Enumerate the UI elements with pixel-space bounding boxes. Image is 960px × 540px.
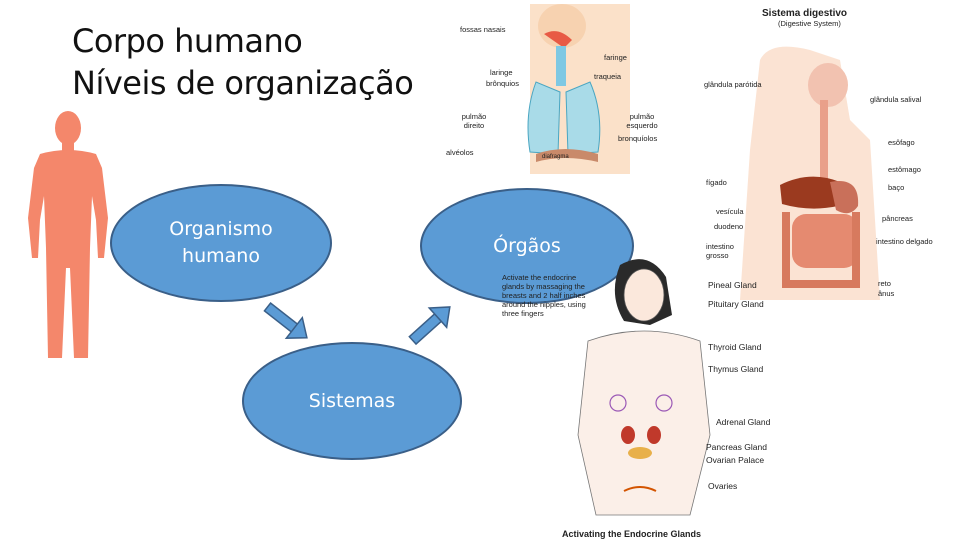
resp-label-6: pulmão direito xyxy=(461,112,487,130)
node-orgaos: Órgãos xyxy=(420,188,634,304)
respiratory-system-figure: fossas nasais faringe laringe brônquios … xyxy=(440,4,680,174)
node-sistemas: Sistemas xyxy=(242,342,462,460)
dig-label-1: glândula parótida xyxy=(704,80,762,89)
node-organismo-humano: Organismo humano xyxy=(110,184,332,302)
endocrine-note: Activate the endocrine glands by massagi… xyxy=(502,273,586,318)
resp-label-5: traqueia xyxy=(594,72,622,81)
node-organismo-label-1: Organismo xyxy=(169,218,273,240)
dig-label-11: intestino delgado xyxy=(876,237,933,246)
dig-label-3: esôfago xyxy=(888,138,915,147)
dig-label-10: intestino grosso xyxy=(706,242,734,260)
resp-label-10: diafragma xyxy=(542,154,569,160)
arrow-up-right-icon xyxy=(408,306,451,346)
title-line-1: Corpo humano xyxy=(72,22,303,60)
title-line-2: Níveis de organização xyxy=(72,64,414,102)
slide-title: Corpo humano Níveis de organização xyxy=(72,20,414,104)
resp-label-9: alvéolos xyxy=(446,148,474,157)
node-orgaos-label: Órgãos xyxy=(493,234,561,257)
dig-label-13: ânus xyxy=(878,289,895,298)
digestive-title: Sistema digestivo xyxy=(762,8,848,19)
dig-label-7: vesícula xyxy=(716,207,744,216)
endo-label-6: Pancreas Gland xyxy=(706,442,767,452)
dig-label-12: reto xyxy=(878,279,891,288)
digestive-system-figure: Sistema digestivo (Digestive System) glâ… xyxy=(700,0,960,310)
digestive-subtitle: (Digestive System) xyxy=(778,19,841,28)
node-sistemas-label: Sistemas xyxy=(308,389,396,412)
digestive-illustration xyxy=(740,46,880,301)
dig-label-8: pâncreas xyxy=(882,214,913,223)
resp-label-2: faringe xyxy=(604,53,627,62)
human-silhouette-icon xyxy=(28,111,108,358)
dig-label-9: duodeno xyxy=(714,222,744,231)
endo-label-5: Adrenal Gland xyxy=(716,417,771,427)
resp-label-8: bronquíolos xyxy=(618,134,658,143)
node-organismo-label-2: humano xyxy=(182,245,260,267)
endo-label-2: Pituitary Gland xyxy=(708,299,764,309)
endocrine-illustration xyxy=(577,259,711,516)
endo-label-7: Ovarian Palace xyxy=(706,455,765,465)
resp-label-1: fossas nasais xyxy=(460,25,506,34)
resp-label-3: laringe xyxy=(490,68,513,77)
dig-label-6: baço xyxy=(888,183,905,192)
endo-label-8: Ovaries xyxy=(708,481,738,491)
arrow-down-right-icon xyxy=(263,301,308,339)
dig-label-2: glândula salival xyxy=(870,95,922,104)
resp-label-7: pulmão esquerdo xyxy=(626,112,658,130)
endocrine-caption: Activating the Endocrine Glands xyxy=(562,529,702,539)
endocrine-system-figure: Activate the endocrine glands by massagi… xyxy=(500,255,780,540)
endo-label-1: Pineal Gland xyxy=(708,280,757,290)
dig-label-5: fígado xyxy=(706,178,727,187)
respiratory-illustration xyxy=(527,4,630,174)
dig-label-4: estômago xyxy=(888,165,921,174)
resp-label-4: brônquios xyxy=(486,79,519,88)
endo-label-3: Thyroid Gland xyxy=(708,342,762,352)
endo-label-4: Thymus Gland xyxy=(708,364,764,374)
